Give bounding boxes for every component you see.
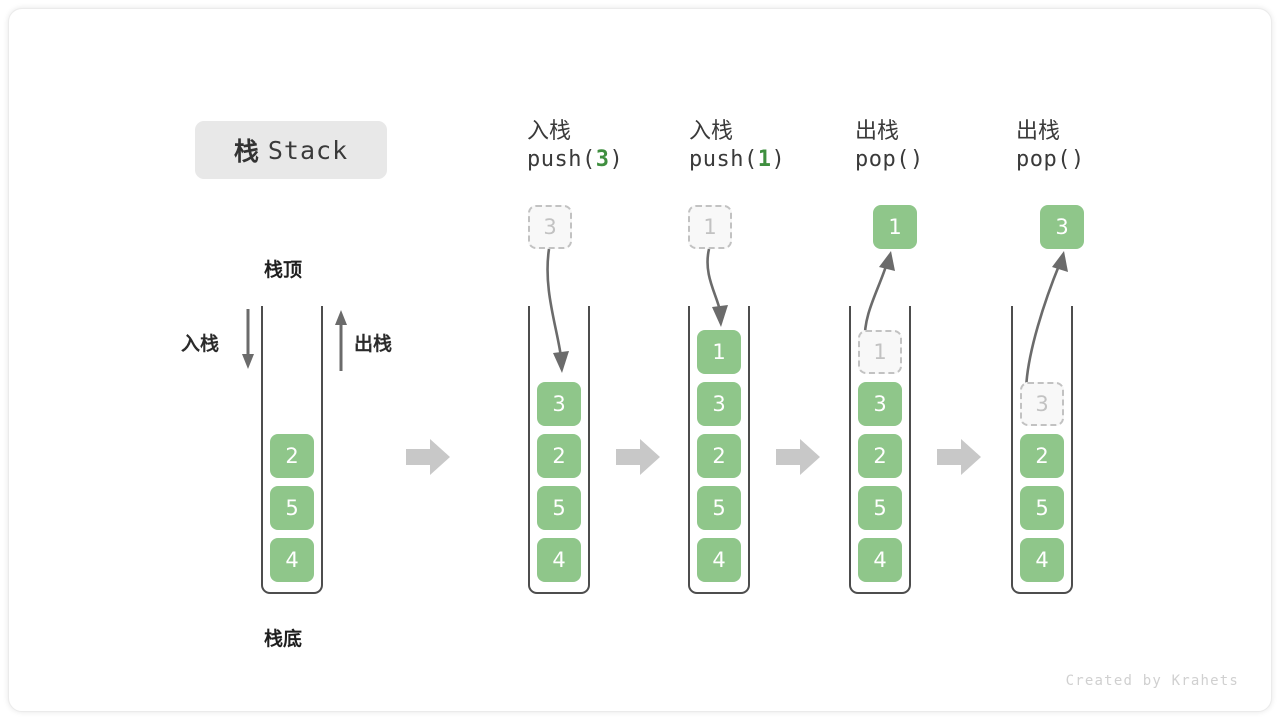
push-curve-arrow-icon	[546, 248, 569, 373]
stack-cell: 5	[697, 486, 741, 530]
stack-container-initial	[261, 306, 323, 594]
column-header-code: pop()	[1016, 145, 1186, 174]
container-wall-left	[261, 306, 263, 574]
column-header-cn: 入栈	[689, 118, 734, 143]
stack-cell: 3	[858, 382, 902, 426]
container-wall-right	[1071, 306, 1073, 574]
container-floor	[849, 554, 911, 594]
code-prefix: pop(	[855, 147, 910, 173]
stack-cell: 1	[697, 330, 741, 374]
push-side-label: 入栈	[181, 334, 220, 355]
floating-ghost-cell: 1	[688, 205, 732, 249]
column-header-code: push(1)	[689, 145, 859, 174]
stack-bottom-label: 栈底	[264, 629, 303, 650]
stack-cell: 3	[537, 382, 581, 426]
stack-cell: 5	[537, 486, 581, 530]
code-suffix: )	[771, 147, 786, 173]
container-wall-right	[909, 306, 911, 574]
container-floor	[688, 554, 750, 594]
container-floor	[261, 554, 323, 594]
column-header-pop-1: 出栈 pop()	[855, 116, 1025, 174]
stack-cell: 4	[858, 538, 902, 582]
code-prefix: pop(	[1016, 147, 1071, 173]
column-header-code: pop()	[855, 145, 1025, 174]
column-header-code: push(3)	[527, 145, 697, 174]
pop-side-label: 出栈	[354, 334, 393, 355]
container-wall-left	[849, 306, 851, 574]
stack-cell: 4	[1020, 538, 1064, 582]
code-arg: 1	[757, 147, 772, 173]
code-prefix: push(	[689, 147, 758, 173]
step-arrow-icon	[937, 437, 981, 475]
title-en-text: Stack	[267, 135, 349, 165]
column-header-cn: 出栈	[1016, 118, 1061, 143]
column-header-cn: 出栈	[855, 118, 900, 143]
stack-cell: 5	[1020, 486, 1064, 530]
stack-cell: 5	[858, 486, 902, 530]
stack-cell: 4	[697, 538, 741, 582]
stack-top-label: 栈顶	[264, 260, 303, 281]
container-floor	[528, 554, 590, 594]
container-wall-right	[588, 306, 590, 574]
code-suffix: )	[909, 147, 924, 173]
stack-ghost-cell: 1	[858, 330, 902, 374]
popped-cell: 1	[873, 205, 917, 249]
diagram-title: 栈 Stack	[195, 121, 387, 179]
container-wall-right	[321, 306, 323, 574]
column-header-push-3: 入栈 push(3)	[527, 116, 697, 174]
container-wall-left	[1011, 306, 1013, 574]
container-wall-right	[748, 306, 750, 574]
stack-cell: 4	[270, 538, 314, 582]
column-header-cn: 入栈	[527, 118, 572, 143]
stack-cell: 2	[858, 434, 902, 478]
diagram-card: 栈 Stack 栈顶 入栈 出栈 2 5 4 栈底 入栈 push(3) 3	[8, 8, 1272, 712]
stack-container-pop-2	[1011, 306, 1073, 594]
stack-cell: 3	[697, 382, 741, 426]
column-header-pop-2: 出栈 pop()	[1016, 116, 1186, 174]
code-suffix: )	[1070, 147, 1085, 173]
pop-up-arrow-icon	[335, 310, 347, 371]
stack-ghost-cell: 3	[1020, 382, 1064, 426]
step-arrow-icon	[776, 437, 820, 475]
step-arrow-icon	[406, 437, 450, 475]
container-floor	[1011, 554, 1073, 594]
stack-container-push-1	[688, 306, 750, 594]
stack-cell: 4	[537, 538, 581, 582]
stack-cell: 2	[697, 434, 741, 478]
container-wall-left	[688, 306, 690, 574]
code-arg: 3	[595, 147, 610, 173]
code-suffix: )	[609, 147, 624, 173]
column-header-push-1: 入栈 push(1)	[689, 116, 859, 174]
push-curve-arrow-icon	[706, 248, 728, 327]
step-arrow-icon	[616, 437, 660, 475]
push-down-arrow-icon	[242, 309, 254, 369]
title-cn-text: 栈	[233, 138, 259, 166]
stack-cell: 2	[1020, 434, 1064, 478]
watermark-text: Created by Krahets	[1065, 673, 1239, 689]
stack-cell: 2	[270, 434, 314, 478]
container-wall-left	[528, 306, 530, 574]
pop-curve-arrow-icon	[1024, 251, 1068, 394]
stack-cell: 5	[270, 486, 314, 530]
stack-cell: 2	[537, 434, 581, 478]
stack-container-push-3	[528, 306, 590, 594]
stack-container-pop-1	[849, 306, 911, 594]
popped-cell: 3	[1040, 205, 1084, 249]
floating-ghost-cell: 3	[528, 205, 572, 249]
code-prefix: push(	[527, 147, 596, 173]
